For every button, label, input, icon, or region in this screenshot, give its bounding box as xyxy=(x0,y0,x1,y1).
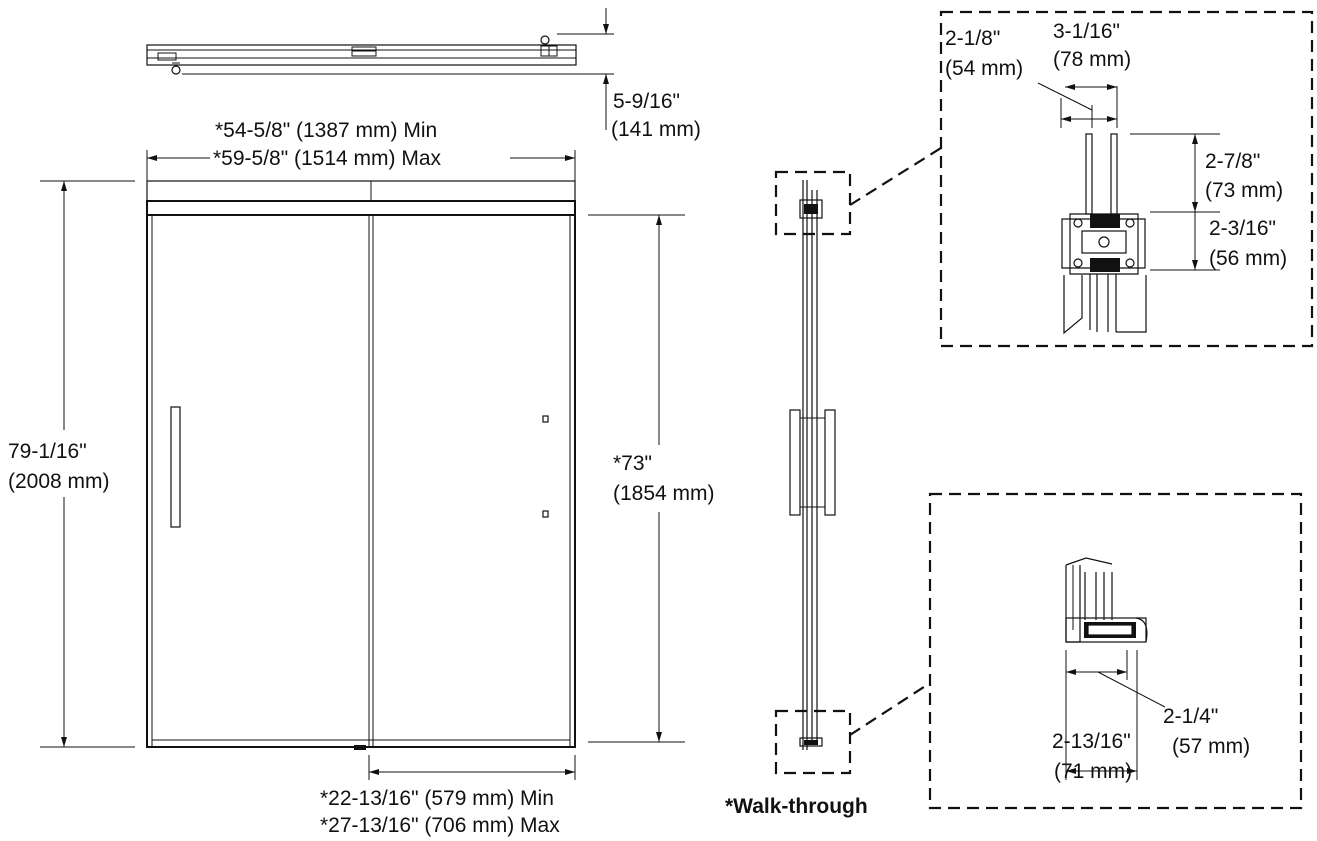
top-plan-view xyxy=(146,8,614,130)
height-opening-label: *73" xyxy=(613,452,652,475)
detail-top-b-label: 3-1/16" xyxy=(1053,20,1120,43)
walk-through-note: *Walk-through xyxy=(725,795,868,818)
side-section-view xyxy=(774,147,942,775)
detail-top-a-mm-label: (54 mm) xyxy=(945,57,1023,80)
detail-top xyxy=(939,10,1314,348)
width-max-label: *59-5/8" (1514 mm) Max xyxy=(213,147,442,170)
detail-top-d-label: 2-3/16" xyxy=(1209,217,1276,240)
detail-bottom-a-mm-label: (57 mm) xyxy=(1172,735,1250,758)
height-opening-mm-label: (1854 mm) xyxy=(613,482,715,505)
top-offset-mm-label: (141 mm) xyxy=(611,118,701,141)
top-offset-label: 5-9/16" xyxy=(613,90,680,113)
detail-bottom-a-label: 2-1/4" xyxy=(1163,705,1218,728)
detail-top-b-mm-label: (78 mm) xyxy=(1053,48,1131,71)
detail-top-a-label: 2-1/8" xyxy=(945,27,1000,50)
detail-bottom-b-mm-label: (71 mm) xyxy=(1054,760,1132,783)
width-min-label: *54-5/8" (1387 mm) Min xyxy=(215,119,437,142)
detail-top-d-mm-label: (56 mm) xyxy=(1209,247,1287,270)
front-elevation xyxy=(146,180,576,750)
detail-top-c-mm-label: (73 mm) xyxy=(1205,179,1283,202)
detail-bottom xyxy=(928,492,1303,810)
detail-top-c-label: 2-7/8" xyxy=(1205,150,1260,173)
opening-min-label: *22-13/16" (579 mm) Min xyxy=(320,787,554,810)
height-total-mm-label: (2008 mm) xyxy=(8,470,110,493)
detail-bottom-b-label: 2-13/16" xyxy=(1052,730,1131,753)
opening-max-label: *27-13/16" (706 mm) Max xyxy=(320,814,560,837)
height-total-label: 79-1/16" xyxy=(8,440,87,463)
